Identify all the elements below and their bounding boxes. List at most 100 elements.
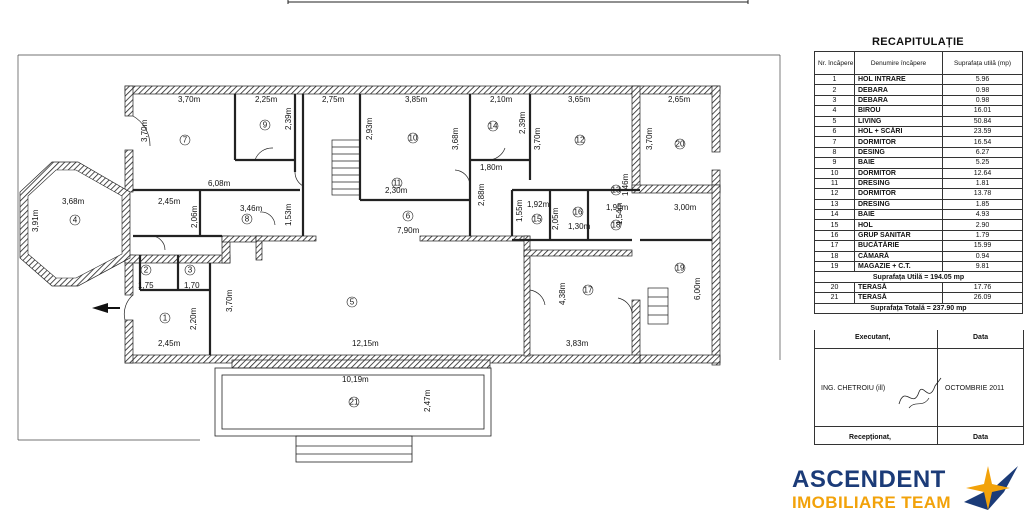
room-name: DRESING	[854, 198, 943, 211]
svg-text:10: 10	[409, 134, 418, 143]
receptionat-label: Recepționat,	[849, 434, 892, 441]
room-name: DESING	[854, 146, 943, 159]
svg-text:2,20m: 2,20m	[189, 307, 198, 330]
stairs	[331, 139, 669, 325]
svg-text:19: 19	[676, 264, 685, 273]
sum-total: Suprafața Totală = 237.90 mp	[814, 302, 1023, 315]
signature-scribble	[898, 377, 942, 409]
svg-text:3,85m: 3,85m	[405, 95, 428, 104]
svg-text:3,91m: 3,91m	[31, 209, 40, 232]
dimension-frame	[17, 54, 781, 441]
room-area: 1.81	[942, 177, 1023, 190]
signature-box: Executant, Data ING. CHETROIU (ill) OCTO…	[814, 330, 1024, 445]
terrace-nr: 20	[814, 281, 855, 294]
svg-text:16: 16	[574, 208, 583, 217]
room-area: 23.59	[942, 125, 1023, 138]
svg-text:15: 15	[533, 215, 542, 224]
room-name: DORMITOR	[854, 188, 943, 200]
room-area: 1.79	[942, 229, 1023, 242]
svg-text:9: 9	[263, 121, 268, 130]
room-area: 0.94	[942, 250, 1023, 263]
svg-text:17: 17	[584, 286, 593, 295]
octagon-bay	[19, 161, 131, 287]
sum-util: Suprafața Utilă = 194.05 mp	[814, 271, 1023, 283]
svg-text:8: 8	[245, 215, 250, 224]
room-nr: 9	[814, 157, 855, 169]
room-name: BAIE	[854, 209, 943, 221]
room-nr: 11	[814, 177, 855, 190]
svg-text:2,05m: 2,05m	[551, 207, 560, 230]
recap-title: RECAPITULAȚIE	[872, 36, 964, 48]
dimension-labels: 3,70m 2,25m 2,75m 3,85m 2,10m 3,65m 2,65…	[31, 95, 702, 412]
room-nr: 1	[814, 73, 855, 86]
exterior-walls	[124, 85, 721, 369]
svg-text:3,46m: 3,46m	[240, 204, 263, 213]
svg-text:3: 3	[188, 266, 193, 275]
col-nr: Nr. încăpere	[814, 51, 855, 75]
star-icon	[964, 466, 1018, 510]
svg-text:1,55m: 1,55m	[515, 199, 524, 222]
room-name: DEBARA	[854, 84, 943, 96]
svg-text:2,45m: 2,45m	[158, 339, 181, 348]
room-name: DORMITOR	[854, 136, 943, 148]
terrace-21	[214, 367, 492, 463]
room-nr: 19	[814, 261, 855, 273]
room-area: 5.96	[942, 73, 1023, 86]
col-name: Denumire încăpere	[854, 51, 943, 75]
svg-text:12,15m: 12,15m	[352, 339, 379, 348]
room-name: LIVING	[854, 115, 943, 127]
svg-text:12: 12	[576, 136, 585, 145]
terrace-name: TERASĂ	[854, 281, 943, 294]
svg-text:3,68m: 3,68m	[451, 127, 460, 150]
room-name: GRUP SANITAR	[854, 229, 943, 242]
svg-text:2,25m: 2,25m	[255, 95, 278, 104]
date-value: OCTOMBRIE 2011	[945, 385, 1005, 392]
room-area: 6.27	[942, 146, 1023, 159]
room-area: 0.98	[942, 94, 1023, 107]
room-nr: 7	[814, 136, 855, 148]
terrace-area: 17.76	[942, 281, 1023, 294]
svg-text:14: 14	[489, 122, 498, 131]
entrance-arrow-icon	[92, 303, 108, 313]
svg-text:3,70m: 3,70m	[178, 95, 201, 104]
room-name: HOL INTRARE	[854, 73, 943, 86]
room-name: HOL + SCĂRI	[854, 125, 943, 138]
svg-text:13: 13	[612, 186, 621, 195]
svg-text:2,10m: 2,10m	[490, 95, 513, 104]
svg-text:1,30m: 1,30m	[568, 222, 591, 231]
room-name: BAIE	[854, 157, 943, 169]
terrace-name: TERASĂ	[854, 292, 943, 304]
room-numbers: 1 2 3 4 5 6 7 8 9 10 11 12 13 14 15 16 1…	[73, 121, 685, 407]
data-label: Data	[973, 334, 989, 341]
door-swings	[123, 115, 633, 321]
svg-text:2,39m: 2,39m	[284, 107, 293, 130]
room-name: DEBARA	[854, 94, 943, 107]
svg-text:1: 1	[163, 314, 168, 323]
room-area: 1.85	[942, 198, 1023, 211]
room-name: CĂMARĂ	[854, 250, 943, 263]
room-name: BUCĂTĂRIE	[854, 240, 943, 252]
svg-text:1,80m: 1,80m	[480, 163, 503, 172]
svg-text:2,45m: 2,45m	[158, 197, 181, 206]
svg-text:2,06m: 2,06m	[190, 205, 199, 228]
svg-text:2,39m: 2,39m	[518, 111, 527, 134]
recap-table: Nr. încăpere Denumire încăpere Suprafața…	[814, 51, 1023, 315]
svg-text:1,46m: 1,46m	[621, 173, 630, 196]
svg-text:1,90m: 1,90m	[606, 203, 629, 212]
room-area: 16.54	[942, 136, 1023, 148]
room-nr: 5	[814, 115, 855, 127]
svg-text:3,70m: 3,70m	[533, 127, 542, 150]
room-area: 0.98	[942, 84, 1023, 96]
